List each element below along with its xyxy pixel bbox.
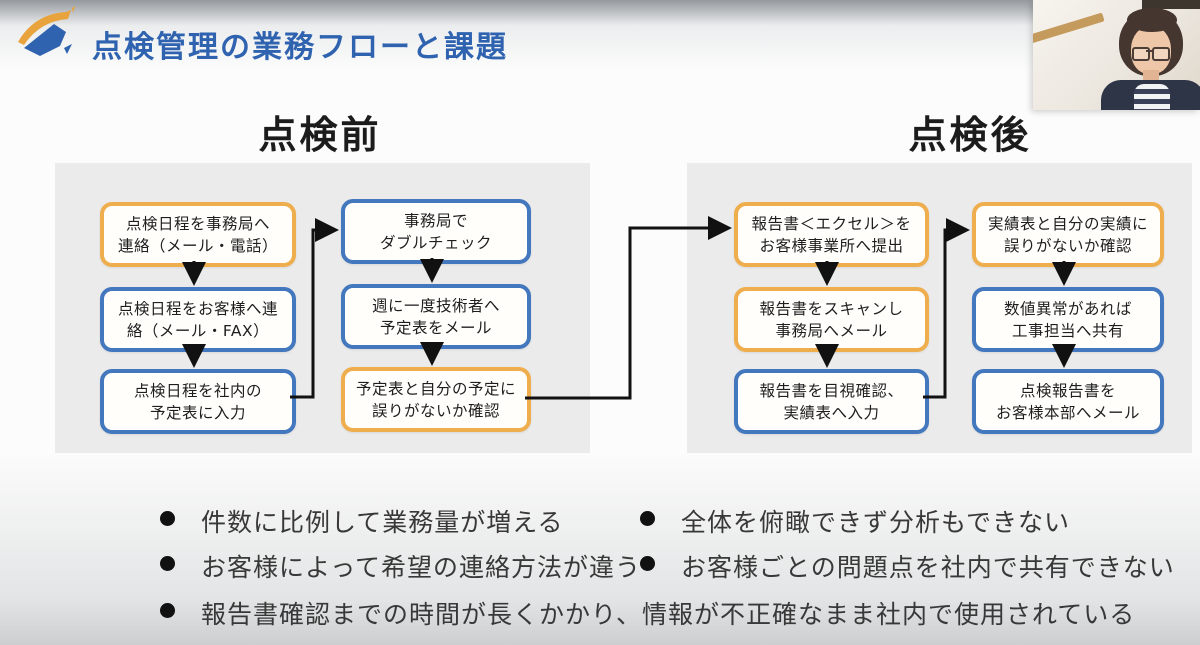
flow-step: 点検日程を事務局へ 連絡（メール・電話）: [100, 202, 296, 267]
flow-step-line: 予定表をメール: [379, 318, 492, 337]
issue-item: 全体を俯瞰できず分析もできない: [640, 503, 1070, 539]
flow-step-line: 報告書＜エクセル＞を: [751, 214, 912, 233]
flow-step-line: 実績表へ入力: [783, 403, 880, 422]
flow-step-line: 週に一度技術者へ: [371, 296, 500, 315]
bullet-icon: [160, 511, 175, 526]
flow-step-line: 点検日程を事務局へ: [125, 214, 270, 233]
shelf-edge: [1142, 0, 1200, 9]
flow-step-line: 報告書をスキャンし: [759, 299, 904, 318]
slide-title: 点検管理の業務フローと課題: [92, 30, 508, 65]
flow-step: 報告書をスキャンし 事務局へメール: [734, 287, 929, 352]
flow-step-line: 実績表と自分の実績に: [987, 214, 1148, 233]
flow-step-line: 誤りがないか確認: [371, 401, 500, 420]
flow-step: 報告書＜エクセル＞を お客様事業所へ提出: [734, 202, 929, 267]
flow-step: 点検報告書を お客様本部へメール: [972, 369, 1164, 434]
bullet-icon: [160, 603, 175, 618]
flow-step: 点検日程をお客様へ連 絡（メール・FAX）: [100, 287, 296, 352]
flow-step: 実績表と自分の実績に 誤りがないか確認: [972, 202, 1164, 267]
issue-item: 件数に比例して業務量が増える: [160, 503, 564, 539]
presenter-webcam: [1033, 0, 1200, 110]
section-heading-before: 点検前: [258, 113, 382, 157]
flow-step: 数値異常があれば 工事担当へ共有: [972, 287, 1164, 352]
flow-step-line: 数値異常があれば: [1003, 299, 1132, 318]
flow-step-line: 工事担当へ共有: [1011, 321, 1124, 340]
flow-step-line: お客様本部へメール: [995, 403, 1140, 422]
flow-step-line: 誤りがないか確認: [1003, 236, 1132, 255]
glasses-bridge: [1146, 50, 1152, 52]
issue-text: 全体を俯瞰できず分析もできない: [681, 508, 1071, 537]
section-heading-after: 点検後: [908, 113, 1032, 157]
issue-text: お客様によって希望の連絡方法が違う: [201, 553, 642, 582]
flow-step-line: 予定表に入力: [149, 403, 246, 422]
presenter-neck: [1143, 70, 1159, 82]
wooden-beam: [1033, 12, 1105, 45]
flow-step-line: 報告書を目視確認、: [759, 381, 904, 400]
flow-step: 週に一度技術者へ 予定表をメール: [341, 284, 531, 349]
bullet-icon: [160, 556, 175, 571]
glasses-left-lens: [1132, 47, 1150, 61]
issue-text: 報告書確認までの時間が長くかかり、情報が不正確なまま社内で使用されている: [201, 600, 1136, 629]
flow-step: 点検日程を社内の 予定表に入力: [100, 369, 296, 434]
issue-item: お客様によって希望の連絡方法が違う: [160, 548, 641, 584]
issue-text: お客様ごとの問題点を社内で共有できない: [681, 553, 1175, 582]
flow-step-line: 絡（メール・FAX）: [126, 321, 270, 340]
flow-step-line: 連絡（メール・電話）: [117, 236, 278, 255]
flow-step-line: 点検報告書を: [1019, 381, 1116, 400]
flow-step: 予定表と自分の予定に 誤りがないか確認: [341, 367, 531, 432]
presenter-bangs: [1127, 8, 1177, 32]
issue-item: 報告書確認までの時間が長くかかり、情報が不正確なまま社内で使用されている: [160, 595, 1135, 631]
flow-step-line: 点検日程をお客様へ連: [117, 299, 278, 318]
flow-step: 報告書を目視確認、 実績表へ入力: [734, 369, 929, 434]
flow-step-line: 事務局で: [403, 211, 468, 230]
flow-step-line: お客様事業所へ提出: [759, 236, 904, 255]
bullet-icon: [640, 556, 655, 571]
brand-logo-icon: [18, 6, 75, 56]
flow-step: 事務局で ダブルチェック: [341, 199, 531, 264]
flow-step-line: ダブルチェック: [379, 233, 492, 252]
flow-step-line: 点検日程を社内の: [133, 381, 262, 400]
flow-step-line: 事務局へメール: [775, 321, 888, 340]
glasses-right-lens: [1152, 47, 1170, 61]
issue-item: お客様ごとの問題点を社内で共有できない: [640, 548, 1175, 584]
presenter-striped-shirt: [1134, 84, 1170, 110]
bullet-icon: [640, 511, 655, 526]
flow-step-line: 予定表と自分の予定に: [355, 379, 516, 398]
issue-text: 件数に比例して業務量が増える: [201, 508, 564, 537]
